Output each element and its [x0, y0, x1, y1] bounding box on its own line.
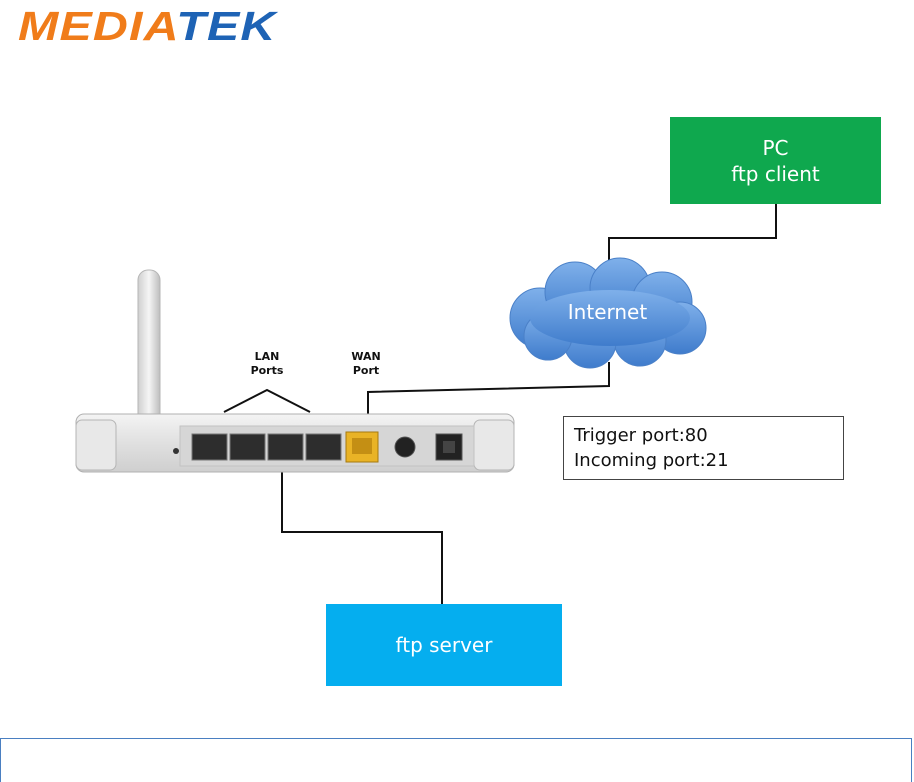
pc-ftp-client-node: PC ftp client — [670, 117, 881, 204]
lan-port-2 — [229, 433, 266, 461]
pc-label: PC — [762, 135, 789, 160]
wan-port-inner — [352, 438, 372, 454]
ftp-server-label: ftp server — [395, 633, 493, 657]
internet-label: Internet — [567, 300, 648, 324]
ftp-client-label: ftp client — [731, 161, 820, 186]
router-device — [75, 269, 515, 473]
internet-to-wan-line — [367, 362, 610, 414]
connection-lines — [223, 204, 777, 604]
lan-ports-label: LAN Ports — [245, 350, 289, 378]
lan-port-3 — [267, 433, 304, 461]
logo-part-media: MEDIA — [18, 3, 177, 49]
ftp-server-node: ftp server — [326, 604, 562, 686]
incoming-port-text: Incoming port:21 — [574, 450, 729, 471]
power-jack-inner — [443, 441, 455, 453]
lan-label-line1: LAN — [254, 350, 280, 363]
lan-port-4 — [305, 433, 342, 461]
internet-cloud — [509, 257, 707, 369]
power-button — [394, 436, 416, 458]
lan-bracket — [223, 388, 311, 413]
router-right-foot — [473, 419, 515, 471]
lan-ports — [191, 433, 342, 461]
wan-port-label: WAN Port — [344, 350, 388, 378]
pc-to-internet-line — [608, 204, 777, 280]
lan-to-ftp-server-line — [281, 448, 443, 604]
router-left-foot — [75, 419, 117, 471]
port-config-box: Trigger port:80 Incoming port:21 — [563, 416, 844, 480]
lan-label-line2: Ports — [250, 364, 284, 377]
trigger-port-text: Trigger port:80 — [574, 425, 708, 446]
footer-frame — [0, 738, 912, 782]
reset-hole — [173, 448, 179, 454]
wan-label-line1: WAN — [351, 350, 381, 363]
wan-label-line2: Port — [352, 364, 380, 377]
lan-port-1 — [191, 433, 228, 461]
mediatek-logo: MEDIATEK — [18, 2, 277, 50]
logo-part-tek: TEK — [176, 3, 277, 49]
